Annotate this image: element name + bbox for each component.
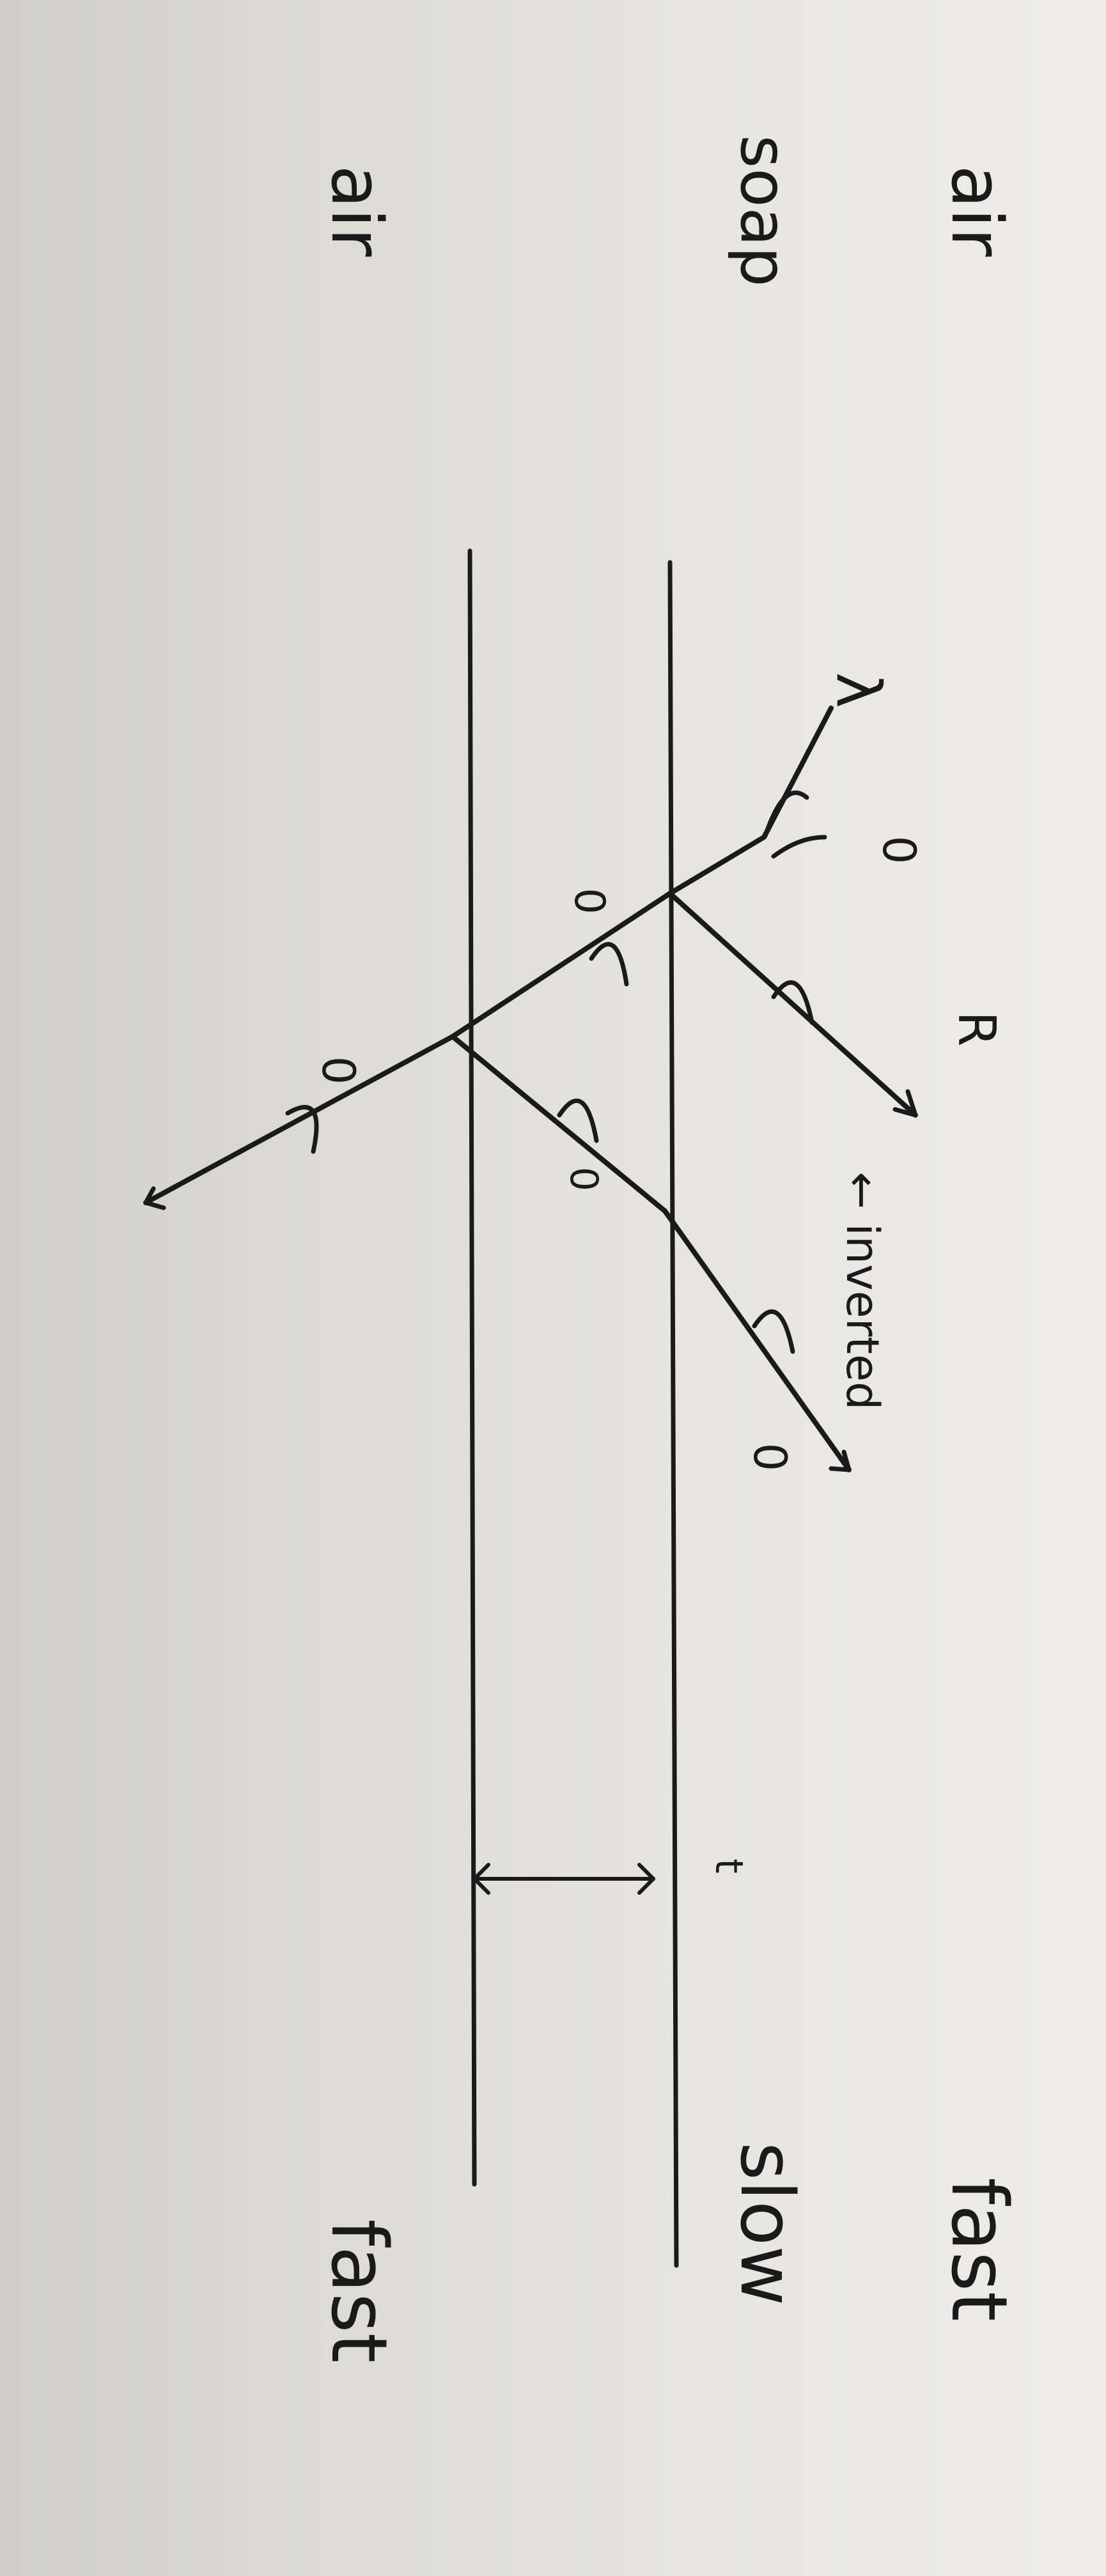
transmitted-arrowhead xyxy=(143,1186,166,1210)
wave-crest-refracted xyxy=(589,942,629,987)
bottom-speed-label: fast xyxy=(314,2219,403,2363)
reflected-label: R xyxy=(947,1011,1006,1047)
incident-ray xyxy=(667,706,834,896)
phase-zero-2: 0 xyxy=(565,888,613,914)
phase-zero-4: 0 xyxy=(561,1167,606,1191)
thickness-arrow-bottom xyxy=(472,1863,490,1895)
internal-reflected-ray xyxy=(450,1034,667,1214)
thickness-label: t xyxy=(706,1858,751,1874)
reflected-arrowhead xyxy=(892,1089,918,1118)
wave-crest-internal xyxy=(557,1099,599,1143)
wave-crest-incident xyxy=(763,791,809,838)
wave-crest-incident-2 xyxy=(771,835,827,859)
top-boundary-line xyxy=(667,560,679,2268)
reflected-ray xyxy=(667,891,918,1118)
top-speed-label: fast xyxy=(934,2177,1023,2321)
phase-zero-5: 0 xyxy=(744,1443,796,1472)
thickness-arrow-top xyxy=(637,1863,655,1895)
middle-speed-label: slow xyxy=(724,2142,809,2306)
bottom-medium-label: air xyxy=(316,165,398,257)
wave-crest-reflected xyxy=(771,980,814,1025)
phase-zero-1: 0 xyxy=(873,836,925,865)
wavelength-label: λ xyxy=(823,672,893,708)
wave-crest-second-reflected xyxy=(752,1309,795,1354)
bottom-boundary-line xyxy=(467,548,477,2187)
phase-zero-3: 0 xyxy=(312,1056,364,1085)
top-medium-label: air xyxy=(936,165,1018,257)
wave-crest-transmitted xyxy=(285,1105,319,1154)
refracted-ray xyxy=(450,891,673,1039)
transmitted-ray xyxy=(143,1034,455,1205)
middle-medium-label: soap xyxy=(726,135,801,287)
second-reflected-arrowhead xyxy=(829,1449,852,1472)
second-reflected-ray xyxy=(662,1208,852,1472)
inverted-note: ← inverted xyxy=(836,1172,889,1410)
